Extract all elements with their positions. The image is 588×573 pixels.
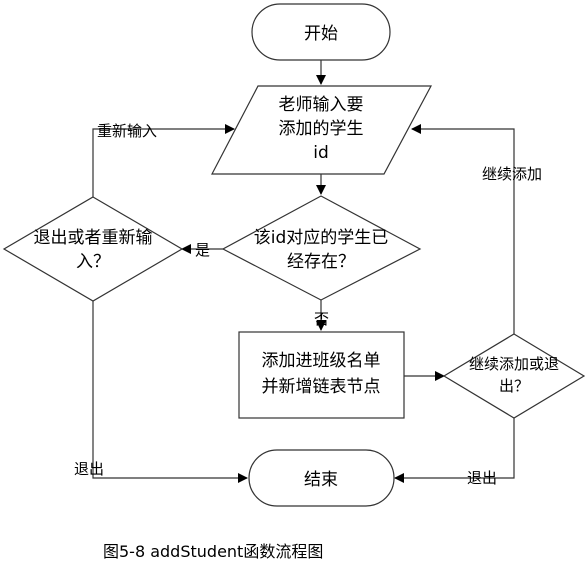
exit-or-retry-label-line-2: 入？ — [76, 252, 110, 272]
add-to-class-node: 添加进班级名单 并新增链表节点 — [238, 331, 405, 419]
start-label: 开始 — [304, 24, 338, 44]
add-to-class-label-line-2: 并新增链表节点 — [262, 377, 381, 397]
edge-label-yes: 是 — [195, 241, 210, 259]
input-label-line-2: 添加的学生 — [279, 119, 364, 139]
edge-exit-left — [92, 301, 248, 483]
check-exists-label-line-2: 经存在？ — [287, 252, 355, 272]
input-label-line-3: id — [313, 143, 329, 163]
continue-or-exit-node: 继续添加或退 出？ — [442, 333, 586, 419]
continue-or-exit-label-line-2: 出？ — [499, 377, 529, 395]
start-node: 开始 — [251, 3, 391, 61]
check-exists-label-line-1: 该id对应的学生已 — [254, 228, 389, 248]
exit-or-retry-label-line-1: 退出或者重新输 — [34, 228, 153, 248]
check-exists-node: 该id对应的学生已 经存在？ — [221, 195, 422, 301]
add-to-class-label-line-1: 添加进班级名单 — [262, 351, 381, 371]
edge-label-retry: 重新输入 — [97, 122, 157, 140]
edge-retry — [92, 124, 235, 197]
exit-or-retry-node: 退出或者重新输 入？ — [2, 196, 184, 302]
edge-label-exit-right: 退出 — [467, 469, 497, 487]
continue-or-exit-label-line-1: 继续添加或退 — [469, 355, 559, 373]
edge-label-no: 否 — [314, 310, 329, 328]
edge-exit-right — [394, 418, 515, 483]
edge-continue-add — [411, 124, 515, 334]
edge-label-continue-add: 继续添加 — [482, 165, 542, 183]
end-label: 结束 — [304, 470, 338, 490]
edge-label-exit-left: 退出 — [74, 460, 104, 478]
end-node: 结束 — [248, 449, 395, 507]
input-node: 老师输入要 添加的学生 id — [211, 85, 433, 175]
figure-caption: 图5-8 addStudent函数流程图 — [103, 542, 323, 561]
input-label-line-1: 老师输入要 — [279, 95, 364, 115]
